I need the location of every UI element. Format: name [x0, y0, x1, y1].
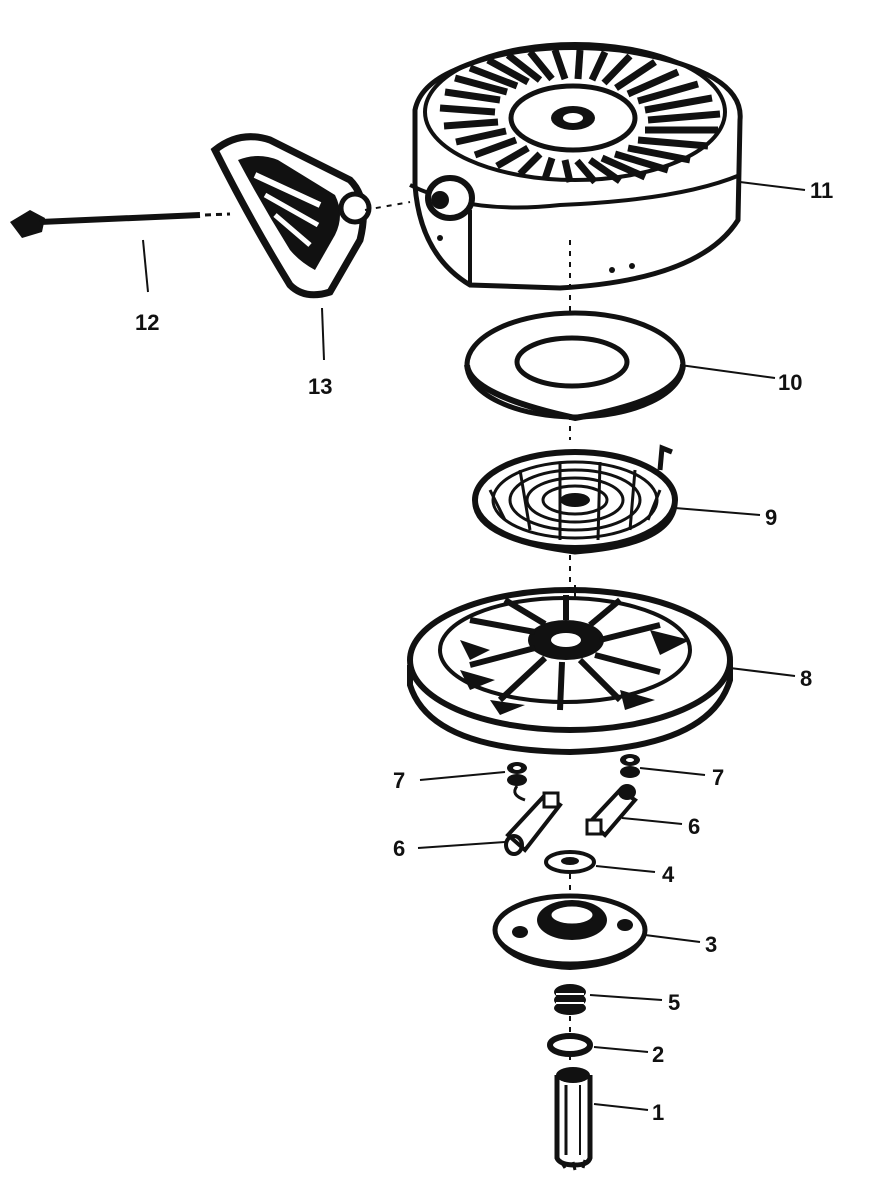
callout-11: 11	[810, 178, 833, 203]
part-9-rewind-spring	[472, 444, 678, 555]
part-7-pawl-spring-left	[507, 762, 527, 802]
part-1-shaft	[554, 1067, 593, 1171]
callout-6-left: 6	[393, 836, 405, 861]
part-5-spring	[554, 984, 586, 1015]
part-6-pawl-right	[585, 784, 638, 838]
part-7-pawl-spring-right	[620, 754, 640, 778]
part-10-plate	[464, 310, 686, 422]
part-4-washer	[544, 850, 596, 874]
part-3-retainer	[492, 893, 648, 971]
assembly-centerline	[364, 201, 571, 1066]
callout-2: 2	[652, 1042, 664, 1067]
part-6-pawl-left	[504, 791, 563, 856]
callout-10: 10	[778, 370, 802, 395]
callout-13: 13	[308, 374, 332, 399]
part-8-pulley	[407, 585, 733, 756]
callout-5: 5	[668, 990, 680, 1015]
part-2-ring	[547, 1033, 593, 1057]
leader-lines	[142, 181, 806, 1111]
callout-7-right: 7	[712, 765, 724, 790]
callout-labels: 11 10 9 8 7 7 6 6 4 3 5 2 1 12 13	[135, 178, 833, 1125]
callout-3: 3	[705, 932, 717, 957]
part-12-starter-rope	[10, 210, 231, 238]
part-13-starter-handle	[210, 133, 372, 299]
callout-1: 1	[652, 1100, 664, 1125]
callout-7-left: 7	[393, 768, 405, 793]
part-11-starter-housing	[409, 42, 743, 291]
callout-9: 9	[765, 505, 777, 530]
callout-6-right: 6	[688, 814, 700, 839]
callout-4: 4	[662, 862, 675, 887]
callout-8: 8	[800, 666, 812, 691]
callout-12: 12	[135, 310, 159, 335]
